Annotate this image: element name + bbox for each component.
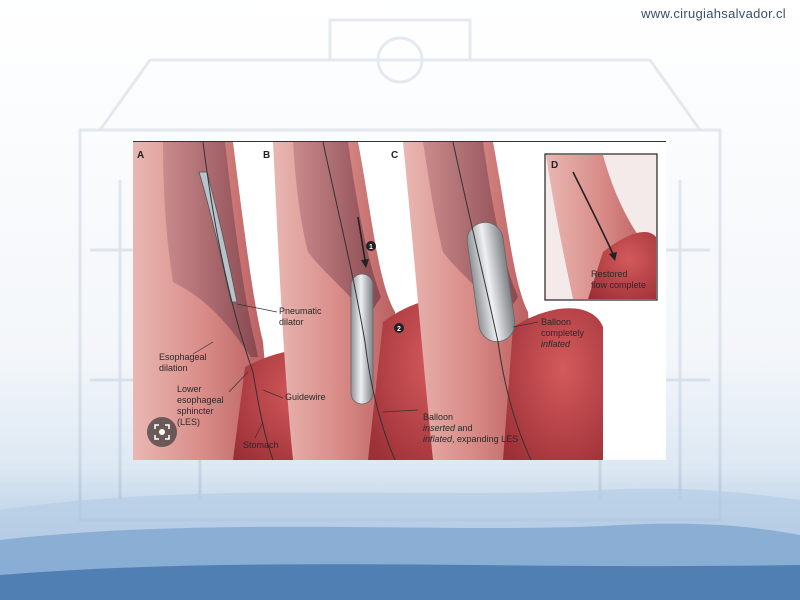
panel-d-inset: D Restored flow complete [544,153,658,301]
panel-label-c: C [391,150,398,161]
label-les-line4: (LES) [177,417,200,427]
label-restored-line2: flow complete [591,280,646,290]
panel-c: C [391,142,603,460]
label-balloon-complete-line2: completely [541,328,585,338]
flow-arrow-head-d [609,252,617,261]
label-balloon-complete-line1: Balloon [541,317,571,327]
stomach-c [503,308,603,460]
label-guidewire: Guidewire [285,392,326,402]
label-les-line2: esophageal [177,395,224,405]
label-pneumatic-line2: dilator [279,317,304,327]
label-les-line1: Lower [177,384,202,394]
step-1-marker [366,241,376,251]
flow-arrow-d [572,171,614,255]
step-1-number: 1 [369,244,373,251]
label-balloon-complete-line3: inflated [541,339,571,349]
arrow-head-b [361,259,369,268]
label-balloon-inserted-line3: inflated, expanding LES [423,434,518,444]
esophagus-lumen-a [163,142,258,357]
label-balloon-inserted-line1: Balloon [423,412,453,422]
step-2-marker [394,323,404,333]
balloon-c [466,222,516,342]
balloon-b [350,273,374,405]
panel-label-d: D [551,160,558,171]
direction-arrow-b [357,216,366,261]
bottom-wave-decoration [0,488,800,600]
panel-label-a: A [137,150,144,161]
stomach-d [588,232,656,299]
site-url-watermark: www.cirugiahsalvador.cl [641,6,786,21]
lens-glyph [154,424,170,440]
leader-lines [192,303,539,439]
step-2-number: 2 [397,326,401,333]
label-esophageal-dilation-line1: Esophageal [159,352,207,362]
achalasia-dilation-illustration: A 1 2 B C [133,141,666,460]
guidewire-b [322,142,396,460]
visual-search-icon[interactable] [147,417,177,447]
guidewire-a [202,142,274,460]
label-restored-line1: Restored [591,269,628,279]
label-balloon-inserted-line2: inserted and [423,423,473,433]
label-stomach: Stomach [243,440,279,450]
label-pneumatic-line1: Pneumatic [279,306,322,316]
guidewire-c [452,142,532,460]
label-les-line3: sphincter [177,406,214,416]
label-esophageal-dilation-line2: dilation [159,363,188,373]
panel-label-b: B [263,150,270,161]
esophagus-lumen-b [293,142,381,317]
illustration-canvas: A 1 2 B C [133,142,658,460]
